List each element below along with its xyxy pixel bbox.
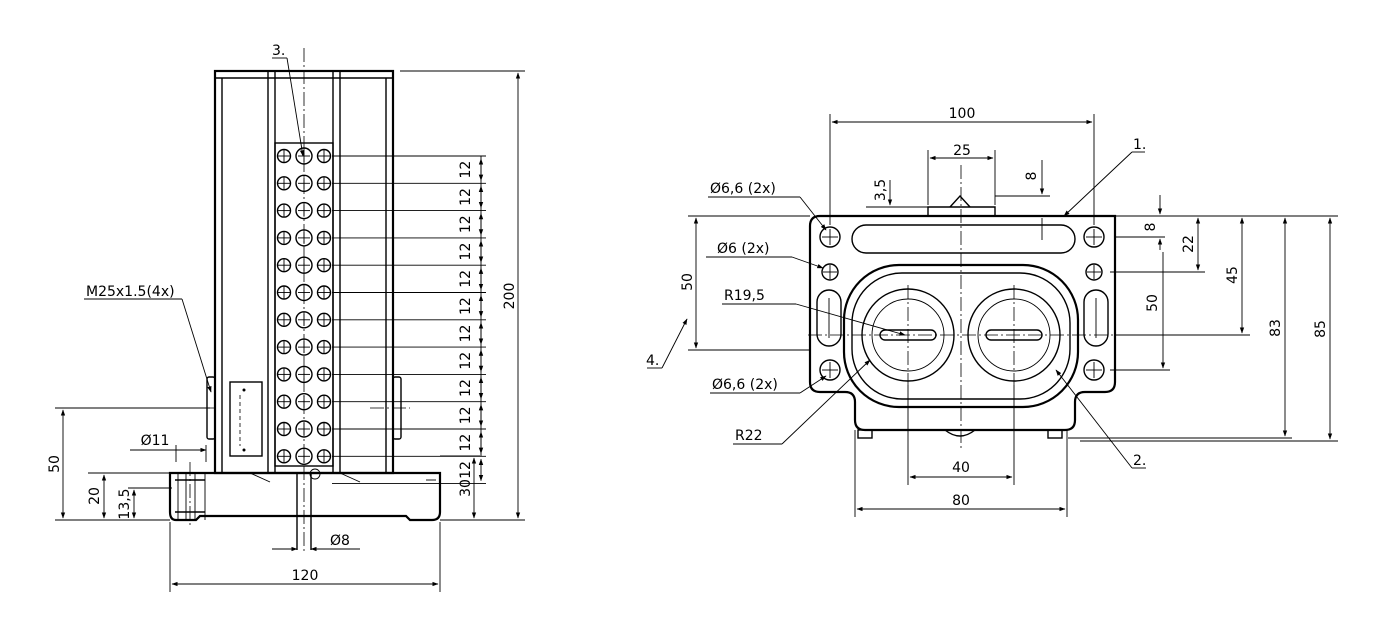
terminal-screw bbox=[276, 421, 292, 437]
terminal-screw bbox=[295, 393, 313, 411]
terminal-screw bbox=[276, 449, 292, 464]
terminal-screw bbox=[276, 285, 292, 300]
terminal-screw bbox=[276, 367, 292, 382]
terminal-screw bbox=[295, 311, 313, 329]
terminal-screw bbox=[316, 258, 332, 273]
callout-item-2: 2. bbox=[1133, 453, 1146, 469]
dim-120: 120 bbox=[292, 568, 319, 584]
dim-pitch-12: 12 bbox=[458, 379, 474, 397]
terminal-screw bbox=[276, 203, 292, 218]
callout-radius-19-5: R19,5 bbox=[724, 288, 765, 304]
terminal-screw bbox=[316, 394, 332, 409]
terminal-screw bbox=[276, 148, 292, 164]
dim-pitch-12: 12 bbox=[458, 406, 474, 424]
dim-3-5: 3,5 bbox=[873, 179, 889, 201]
callout-item-4: 4. bbox=[646, 353, 659, 369]
dim-50-side: 50 bbox=[47, 455, 63, 473]
dim-pitch-12: 12 bbox=[458, 270, 474, 288]
hole-top-right bbox=[1083, 226, 1105, 248]
dim-pitch-12: 12 bbox=[458, 188, 474, 206]
top-slot bbox=[851, 224, 1076, 254]
terminal-screw bbox=[316, 449, 332, 464]
terminal-screw bbox=[295, 447, 313, 465]
terminal-screw bbox=[316, 421, 332, 437]
terminal-screw bbox=[295, 338, 313, 356]
pitch-labels: 12 12 12 12 12 12 12 12 12 12 12 12 bbox=[458, 158, 484, 482]
front-view: 100 25 3,5 8 50 8 22 bbox=[646, 106, 1338, 517]
dim-50-right: 50 bbox=[1145, 294, 1161, 312]
dim-pitch-12: 12 bbox=[458, 352, 474, 370]
label-plate bbox=[229, 381, 263, 457]
terminal-screw bbox=[295, 147, 313, 165]
terminal-screw bbox=[316, 230, 332, 246]
terminal-screw bbox=[295, 201, 313, 220]
terminal-screw bbox=[295, 256, 313, 274]
dim-pitch-12: 12 bbox=[458, 243, 474, 261]
terminal-screw bbox=[295, 174, 313, 193]
terminal-screw bbox=[276, 258, 292, 273]
terminal-screw bbox=[295, 420, 313, 438]
dim-25: 25 bbox=[953, 143, 971, 159]
dim-pitch-12: 12 bbox=[458, 325, 474, 343]
dim-45: 45 bbox=[1225, 266, 1241, 284]
dim-hole-11: Ø11 bbox=[141, 433, 170, 449]
callout-thread: M25x1.5(4x) bbox=[86, 284, 175, 300]
dim-pitch-12: 12 bbox=[458, 297, 474, 315]
dim-20: 20 bbox=[87, 487, 103, 505]
callout-hole-6: Ø6 (2x) bbox=[717, 241, 770, 257]
dim-8-top: 8 bbox=[1024, 172, 1040, 181]
dim-13-5: 13,5 bbox=[117, 488, 133, 519]
dim-30: 30 bbox=[458, 479, 474, 497]
terminal-screw bbox=[316, 285, 332, 300]
callout-hole-6-6-top: Ø6,6 (2x) bbox=[710, 181, 776, 197]
base-plate bbox=[168, 471, 442, 522]
terminal-screw bbox=[316, 339, 332, 355]
slot-right bbox=[1083, 289, 1109, 347]
hole-top-left bbox=[819, 226, 841, 248]
hole-bottom-right bbox=[1083, 359, 1105, 381]
terminal-screw bbox=[316, 148, 332, 164]
callout-item-3: 3. bbox=[272, 43, 285, 59]
terminal-screw bbox=[295, 283, 313, 302]
dim-pitch-12: 12 bbox=[458, 461, 474, 479]
hole-bottom-left bbox=[819, 359, 841, 381]
dim-85: 85 bbox=[1313, 320, 1329, 338]
terminal-screw bbox=[316, 312, 332, 327]
dim-40: 40 bbox=[952, 460, 970, 476]
terminal-screw bbox=[316, 367, 332, 382]
terminal-screw bbox=[316, 203, 332, 218]
dim-pitch-12: 12 bbox=[458, 215, 474, 233]
terminal-screw bbox=[276, 339, 292, 355]
dim-pitch-12: 12 bbox=[458, 161, 474, 179]
dim-80: 80 bbox=[952, 493, 970, 509]
dim-pitch-12: 12 bbox=[458, 434, 474, 452]
terminal-screw bbox=[316, 176, 332, 191]
terminal-screw bbox=[295, 365, 313, 384]
hole-mid-right bbox=[1085, 263, 1103, 281]
terminal-screw bbox=[276, 176, 292, 191]
foot-right bbox=[1047, 429, 1063, 439]
hole-mid-left bbox=[821, 263, 839, 281]
front-body bbox=[808, 214, 1117, 432]
callout-item-1: 1. bbox=[1133, 137, 1146, 153]
dim-50-left: 50 bbox=[680, 273, 696, 291]
dim-100: 100 bbox=[949, 106, 976, 122]
terminal-screw bbox=[276, 312, 292, 327]
dim-pin-8: Ø8 bbox=[330, 533, 350, 549]
callout-hole-6-6-bottom: Ø6,6 (2x) bbox=[712, 377, 778, 393]
dim-22: 22 bbox=[1181, 235, 1197, 253]
terminal-screw bbox=[276, 394, 292, 409]
slot-left bbox=[816, 289, 842, 347]
callout-radius-22: R22 bbox=[735, 428, 763, 444]
dim-8-right: 8 bbox=[1143, 223, 1159, 232]
dim-83: 83 bbox=[1268, 319, 1284, 337]
terminal-rows bbox=[276, 147, 486, 485]
side-view: 200 30 12 12 12 12 12 12 12 12 12 12 12 12 50 20 13… bbox=[47, 43, 525, 592]
foot-left bbox=[857, 429, 873, 439]
terminal-screw bbox=[276, 230, 292, 246]
dim-200: 200 bbox=[502, 283, 518, 310]
terminal-screw bbox=[295, 229, 313, 247]
